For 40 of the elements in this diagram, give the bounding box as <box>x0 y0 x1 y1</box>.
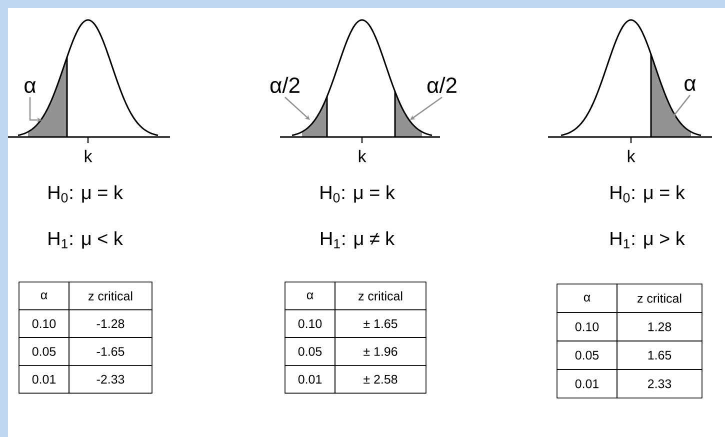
table-cell: 0.05 <box>18 337 70 366</box>
hypothesis: H$_{0}$: μ = k <box>320 185 395 203</box>
table-cell: 0.01 <box>556 369 618 398</box>
alpha-label: α <box>24 80 36 93</box>
table-cell: ± 1.65 <box>334 309 426 338</box>
table-cell: -1.65 <box>68 337 152 366</box>
table-cell: 0.01 <box>284 364 336 394</box>
table-cell: z critical <box>68 282 152 310</box>
hypothesis: H$_{0}$: μ = k <box>610 185 685 203</box>
alpha-label: α/2 <box>270 76 300 94</box>
table-cell: α <box>18 282 70 310</box>
table-cell: -1.28 <box>68 309 152 338</box>
table-cell: 0.05 <box>284 337 336 366</box>
table-cell: 1.28 <box>616 312 702 342</box>
axis-label: k <box>358 150 366 162</box>
alpha-label: α <box>684 78 696 91</box>
table-cell: 1.65 <box>616 340 702 370</box>
axis-label: k <box>628 150 636 162</box>
alpha-label: α/2 <box>427 76 456 94</box>
table-cell: z critical <box>616 284 702 313</box>
leader-arrow <box>284 96 310 120</box>
leader-arrow <box>672 94 691 118</box>
table-cell: 0.10 <box>18 309 70 338</box>
axis-label: k <box>84 150 92 162</box>
table-cell: 0.10 <box>284 309 336 338</box>
hypothesis: H$_{1}$: μ > k <box>610 231 685 249</box>
table-cell: ± 2.58 <box>334 364 426 394</box>
table-cell: z critical <box>334 282 426 310</box>
table-cell: 2.33 <box>616 369 702 398</box>
table-cell: ± 1.96 <box>334 337 426 366</box>
table-cell: 0.01 <box>18 364 70 394</box>
table-cell: 0.10 <box>556 312 618 342</box>
hypothesis: H$_{1}$: μ < k <box>48 231 123 249</box>
table-cell: -2.33 <box>68 364 152 394</box>
leader-arrow <box>410 96 442 120</box>
table-cell: 0.05 <box>556 340 618 370</box>
hypothesis: H$_{1}$: μ ≠ k <box>321 231 395 249</box>
hypothesis: H$_{0}$: μ = k <box>48 185 123 203</box>
table-cell: α <box>284 282 336 310</box>
table-cell: α <box>556 284 618 313</box>
